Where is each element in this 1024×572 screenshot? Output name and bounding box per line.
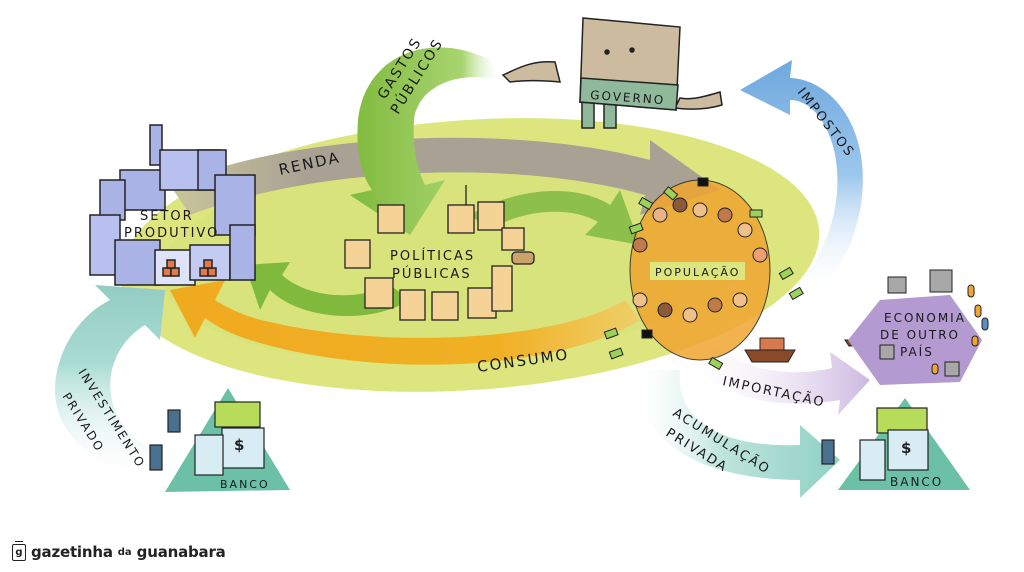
setor-produtivo-label-2: PRODUTIVO bbox=[124, 226, 219, 241]
dollar-icon-right: $ bbox=[901, 439, 911, 457]
economia-label-2: DE OUTRO bbox=[880, 328, 960, 342]
politicas-label-2: PÚBLICAS bbox=[392, 266, 472, 282]
economia-outro-pais-node bbox=[848, 269, 989, 385]
renda-arrow: RENDA bbox=[170, 137, 720, 215]
politicas-publicas-node bbox=[344, 185, 535, 321]
dollar-icon: $ bbox=[234, 436, 244, 454]
governo-node bbox=[501, 17, 723, 129]
economia-label-1: ECONOMIA bbox=[884, 311, 966, 325]
banco-right-node: $ bbox=[821, 398, 970, 490]
populacao-label-bg bbox=[650, 262, 745, 280]
banco-right-label: BANCO bbox=[890, 475, 943, 489]
gazetinha-logo-icon: g bbox=[12, 540, 26, 561]
brand-name-3: guanabara bbox=[136, 543, 226, 561]
brand-name-1: gazetinha bbox=[31, 543, 113, 561]
banco-left-label: BANCO bbox=[220, 478, 270, 491]
economia-label-3: PAÍS bbox=[900, 344, 934, 359]
brand-name-2: da bbox=[117, 546, 132, 558]
brand-footer: g gazetinha da guanabara bbox=[12, 540, 226, 563]
setor-produtivo-label-1: SETOR bbox=[140, 209, 194, 224]
money-bills bbox=[603, 186, 804, 371]
politicas-to-populacao-arrow bbox=[470, 190, 640, 245]
politicas-label-1: POLÍTICAS bbox=[390, 248, 475, 264]
populacao-label: POPULAÇÃO bbox=[655, 266, 740, 279]
setor-produtivo-node bbox=[89, 124, 256, 286]
banco-left-node: $ bbox=[149, 388, 290, 492]
governo-label: GOVERNO bbox=[590, 88, 666, 107]
